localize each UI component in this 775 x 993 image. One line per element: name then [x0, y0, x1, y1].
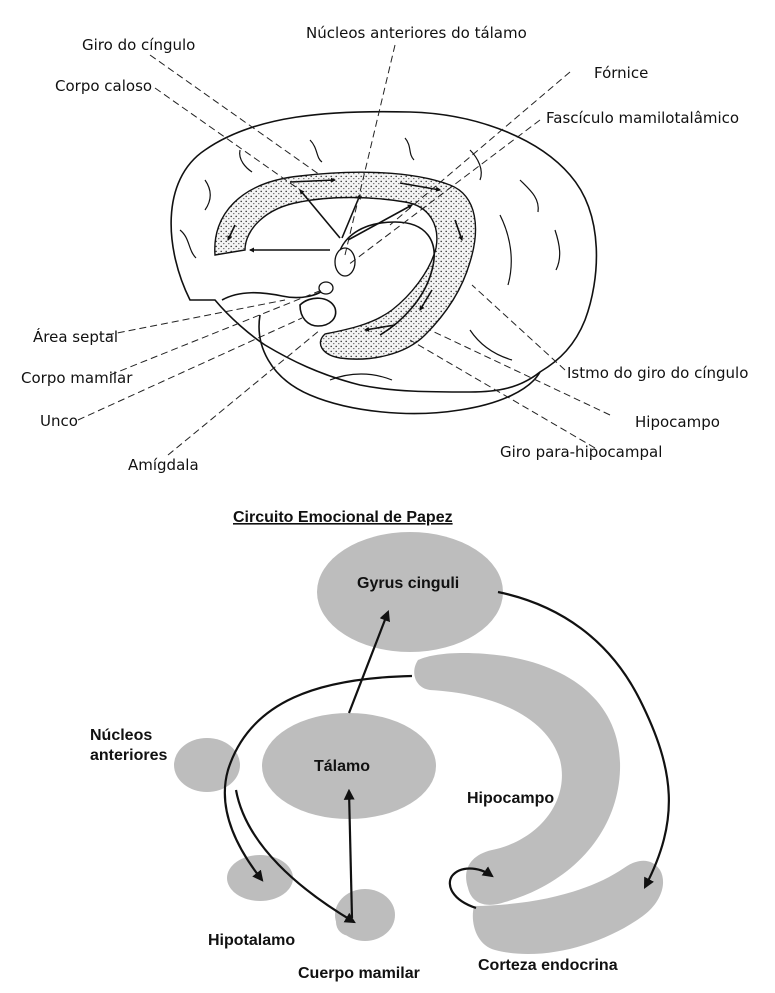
mammillary-body: [318, 281, 334, 295]
region-talamo: [262, 713, 436, 819]
limbic-lobe-stippled: [214, 171, 477, 360]
circuit-title: Circuito Emocional de Papez: [233, 509, 453, 526]
region-nucleos-anteriores: [174, 738, 240, 792]
leader-lines: [77, 44, 611, 456]
label-cuerpo-mamilar: Cuerpo mamilar: [298, 965, 420, 982]
arrow-corteza-to-hipocampo: [448, 866, 494, 910]
label-hipotalamo: Hipotalamo: [208, 932, 295, 949]
label-corpo-caloso: Corpo caloso: [55, 77, 152, 95]
region-gyrus-cinguli: [317, 532, 503, 652]
label-hipocampo-circuit: Hipocampo: [467, 790, 554, 807]
arrow-hipocampo-fornix-branch: [223, 674, 413, 882]
fornix-arc: [337, 221, 435, 336]
label-talamo: Tálamo: [314, 758, 370, 775]
gyri-lines: [179, 137, 561, 381]
label-hipocampo-anatomy: Hipocampo: [635, 413, 720, 431]
label-corpo-mamilar: Corpo mamilar: [21, 369, 133, 387]
label-area-septal: Área septal: [33, 327, 118, 346]
circuit-arrows: [223, 590, 670, 924]
arrow-mamilar-to-talamo: [343, 788, 355, 919]
label-fasciculo-mamilotalamico: Fascículo mamilotalâmico: [546, 109, 739, 127]
brain-internal-arrows: [227, 177, 464, 332]
label-giro-cingulo: Giro do cíngulo: [82, 36, 195, 54]
label-istmo-giro-cingulo: Istmo do giro do cíngulo: [567, 364, 748, 382]
arrow-talamo-to-gyrus: [347, 609, 390, 714]
label-nucleos-anteriores-2: anteriores: [90, 747, 167, 764]
hemisphere-outline: [170, 110, 598, 393]
label-corteza-endocrina: Corteza endocrina: [478, 957, 618, 974]
arrow-gyrus-to-corteza: [497, 590, 670, 889]
arrow-fornix-to-cuerpo-mamilar: [234, 789, 356, 924]
thalamic-nuclei: [334, 247, 356, 277]
label-amigdala: Amígdala: [128, 456, 199, 474]
label-nucleos-anteriores-1: Núcleos: [90, 727, 152, 744]
uncus-outline: [299, 297, 337, 327]
label-gyrus-cinguli: Gyrus cinguli: [357, 575, 459, 592]
brain-medial-view: Giro do cíngulo Núcleos anteriores do tá…: [21, 24, 748, 474]
label-nucleos-anteriores-talamo: Núcleos anteriores do tálamo: [306, 24, 527, 42]
label-unco: Unco: [40, 412, 78, 430]
label-giro-para-hipocampal: Giro para-hipocampal: [500, 443, 662, 461]
label-fornice: Fórnice: [594, 64, 648, 82]
region-corteza-endocrina: [472, 860, 664, 955]
papez-circuit-diagram: Circuito Emocional de Papez Gyrus cingul…: [90, 509, 670, 982]
region-hipocampo: [414, 652, 621, 905]
temporal-lobe-outline: [258, 314, 541, 415]
region-cuerpo-mamilar-cap: [336, 908, 364, 936]
brainstem-outline: [221, 287, 327, 301]
